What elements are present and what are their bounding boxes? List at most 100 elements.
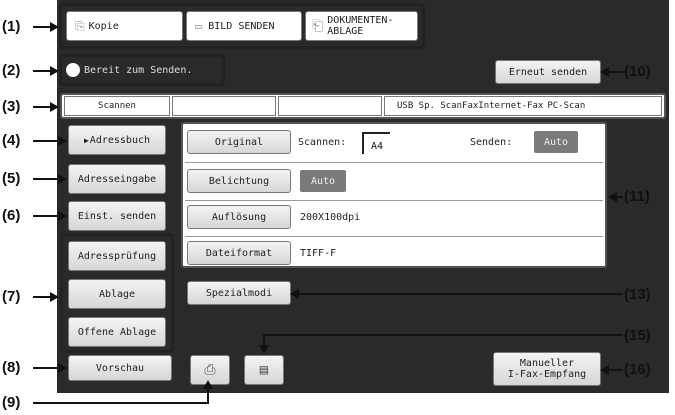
resend-button[interactable]: Erneut senden xyxy=(495,60,601,84)
address-entry-button[interactable]: Adresseingabe xyxy=(68,164,166,194)
settings-separator-2 xyxy=(185,200,603,201)
copy-mode-label: Kopie xyxy=(88,20,119,32)
send-size-value: Auto xyxy=(534,131,578,153)
leader-line-6 xyxy=(33,215,59,217)
file-format-value: TIFF-F xyxy=(300,248,337,259)
image-send-icon: ▭ xyxy=(195,18,203,33)
preview-button[interactable]: Vorschau xyxy=(68,355,172,381)
arrow-1 xyxy=(50,22,59,32)
arrow-9 xyxy=(203,380,213,389)
leader-line-7 xyxy=(33,296,51,298)
callout-4: (4) xyxy=(2,132,21,149)
leader-line-2 xyxy=(33,70,51,72)
arrow-15 xyxy=(259,345,269,354)
leader-line-15-horizontal xyxy=(263,334,623,336)
arrow-3 xyxy=(50,102,59,112)
image-send-mode-tab[interactable]: ▭ BILD SENDEN xyxy=(186,11,302,41)
callout-6: (6) xyxy=(2,207,21,224)
scan-size-value: A4 xyxy=(362,132,390,154)
address-book-label: Adressbuch xyxy=(89,134,151,146)
arrow-13 xyxy=(290,289,299,299)
address-book-button[interactable]: ▶ Adressbuch xyxy=(68,125,166,155)
image-send-mode-label: BILD SENDEN xyxy=(208,20,275,32)
arrow-8 xyxy=(58,363,67,373)
arrow-4 xyxy=(58,136,67,146)
tab-scan[interactable]: Scannen xyxy=(64,96,170,116)
address-control-frame xyxy=(60,233,174,353)
callout-15: (15) xyxy=(624,327,651,344)
tab-usb-scan[interactable]: USB Sp. Scan Fax Internet-Fax PC-Scan xyxy=(384,96,662,116)
address-review-icon: ▤ xyxy=(259,361,269,378)
mode-tabs-frame xyxy=(59,3,425,49)
callout-8: (8) xyxy=(2,359,21,376)
triangle-right-icon: ▶ xyxy=(83,135,89,145)
callout-2: (2) xyxy=(2,62,21,79)
document-filing-icon: ⎗ xyxy=(312,17,324,34)
manual-ifax-line2: I-Fax-Empfang xyxy=(507,369,587,380)
status-text: Bereit zum Senden. xyxy=(84,64,193,76)
tab-empty-2[interactable] xyxy=(278,96,382,116)
callout-16: (16) xyxy=(624,361,651,378)
address-control-icon: ⎙ xyxy=(204,361,216,378)
leader-line-1 xyxy=(33,26,51,28)
scan-size-label: Scannen: xyxy=(298,137,347,148)
status-message: Bereit zum Senden. xyxy=(64,58,221,82)
quick-file-button[interactable]: Offene Ablage xyxy=(68,317,166,347)
filing-button[interactable]: Ablage xyxy=(68,279,166,309)
resolution-button[interactable]: Auflösung xyxy=(187,205,291,229)
special-modes-button[interactable]: Spezialmodi xyxy=(187,281,291,305)
arrow-16 xyxy=(600,365,609,375)
leader-line-5 xyxy=(33,178,59,180)
callout-1: (1) xyxy=(2,18,21,35)
copy-icon: ⎘ xyxy=(75,18,85,33)
fax-label: Fax xyxy=(462,101,479,111)
leader-line-13 xyxy=(296,293,623,295)
callout-11: (11) xyxy=(624,188,650,205)
settings-separator-1 xyxy=(185,162,603,163)
usb-scan-label: USB Sp. Scan xyxy=(397,101,463,111)
exposure-button[interactable]: Belichtung xyxy=(187,169,291,193)
document-filing-mode-tab[interactable]: ⎗ DOKUMENTEN- ABLAGE xyxy=(305,11,418,41)
arrow-2 xyxy=(50,66,59,76)
leader-line-16 xyxy=(608,369,623,371)
pc-scan-label: PC-Scan xyxy=(547,101,586,111)
leader-line-3 xyxy=(33,106,51,108)
document-filing-label-line2: ABLAGE xyxy=(327,26,364,37)
tab-empty-1[interactable] xyxy=(172,96,276,116)
send-size-label: Senden: xyxy=(470,137,513,148)
leader-line-11 xyxy=(616,196,623,198)
arrow-6 xyxy=(58,211,67,221)
leader-line-8 xyxy=(33,367,59,369)
document-filing-label-line1: DOKUMENTEN- xyxy=(327,15,394,26)
address-review-button[interactable]: Adressprüfung xyxy=(68,241,166,271)
settings-separator-3 xyxy=(185,236,603,237)
exposure-value: Auto xyxy=(300,170,346,192)
arrow-10 xyxy=(600,67,609,77)
arrow-7 xyxy=(50,292,59,302)
original-button[interactable]: Original xyxy=(187,130,291,154)
leader-line-15-vertical xyxy=(263,334,265,346)
callout-10: (10) xyxy=(624,63,651,80)
leader-line-9-vertical xyxy=(207,388,209,404)
manual-ifax-reception-button[interactable]: Manueller I-Fax-Empfang xyxy=(493,352,601,386)
internet-fax-label: Internet-Fax xyxy=(478,101,544,111)
arrow-5 xyxy=(58,174,67,184)
resolution-value: 200X100dpi xyxy=(300,212,361,223)
file-format-button[interactable]: Dateiformat xyxy=(187,241,291,265)
status-icon xyxy=(66,63,80,77)
address-review-icon-button[interactable]: ▤ xyxy=(244,355,284,385)
callout-9: (9) xyxy=(2,394,21,411)
callout-3: (3) xyxy=(2,98,21,115)
status-frame xyxy=(59,54,225,86)
leader-line-10 xyxy=(608,71,623,73)
callout-13: (13) xyxy=(624,286,651,303)
leader-line-9-horizontal xyxy=(33,402,209,404)
scan-size-text: A4 xyxy=(370,141,384,152)
callout-5: (5) xyxy=(2,170,21,187)
leader-line-4 xyxy=(33,140,59,142)
callout-7: (7) xyxy=(2,288,21,305)
send-settings-button[interactable]: Einst. senden xyxy=(68,201,166,231)
copy-mode-tab[interactable]: ⎘ Kopie xyxy=(66,11,183,41)
manual-ifax-line1: Manueller xyxy=(519,358,575,369)
arrow-11 xyxy=(608,192,617,202)
